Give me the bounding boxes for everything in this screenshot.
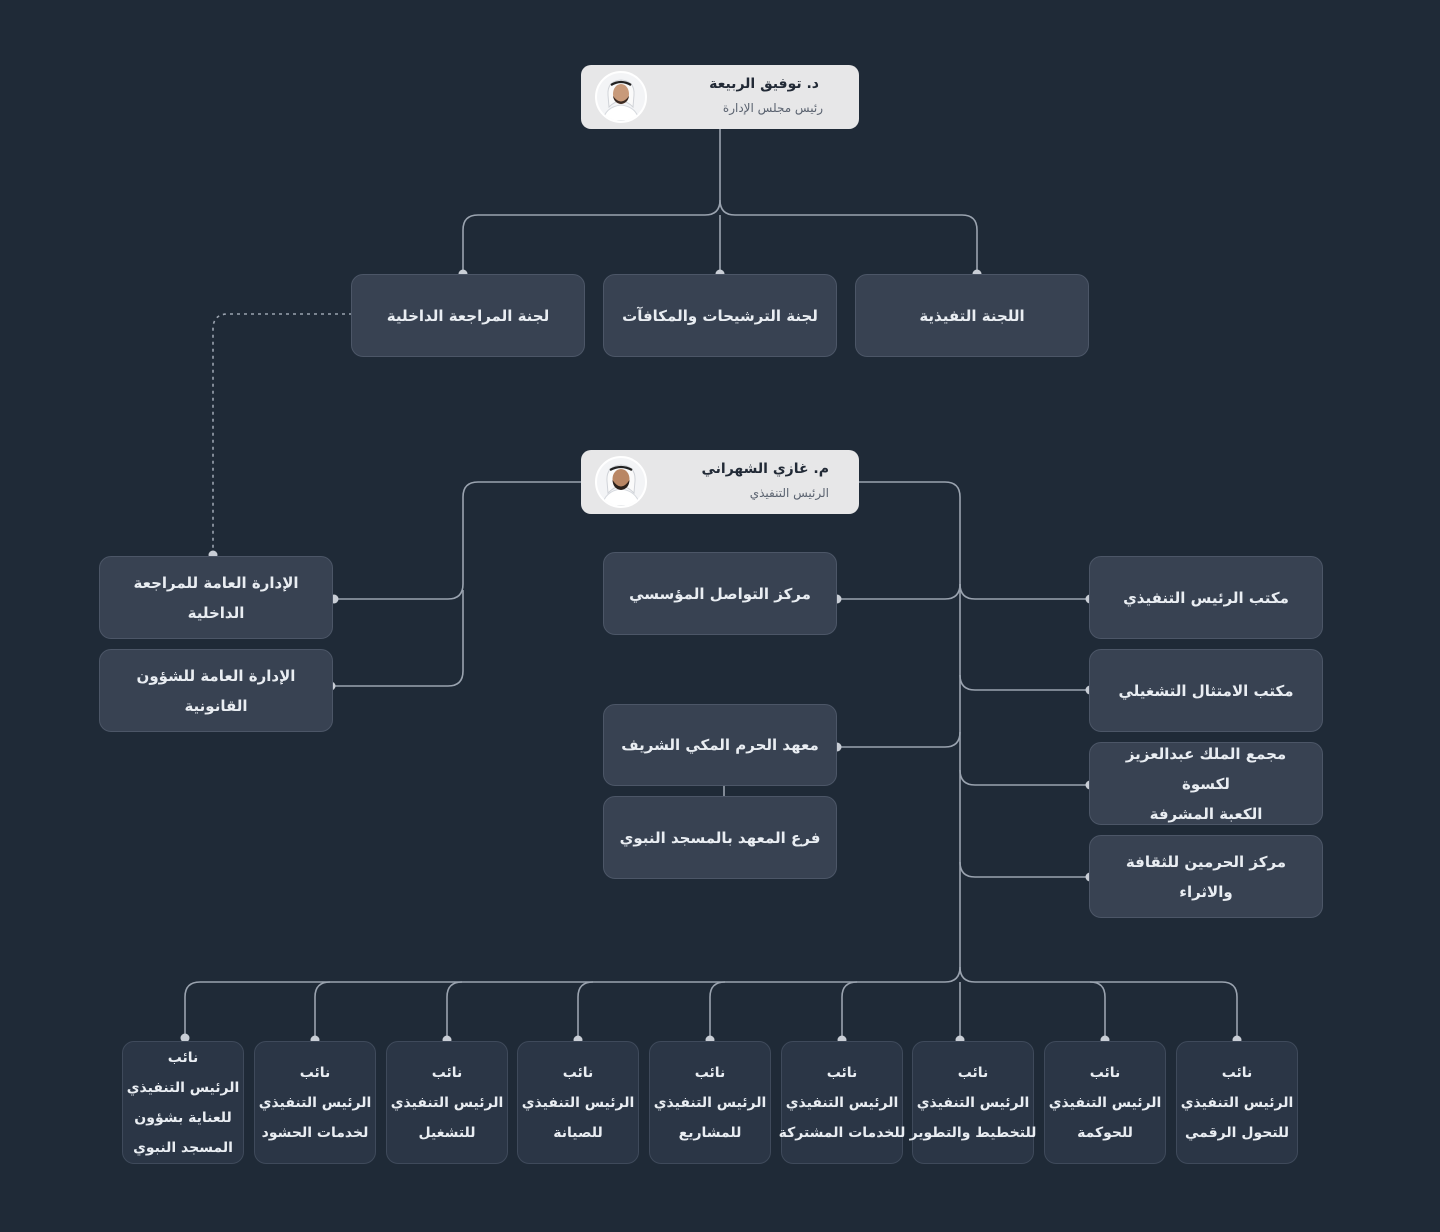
vp-title: نائب xyxy=(431,1064,463,1081)
nominations-committee-label: لجنة الترشيحات والمكافآت xyxy=(622,306,818,325)
vp-role: الرئيس التنفيذي xyxy=(785,1094,899,1111)
compliance-office-label: مكتب الامتثال التشغيلي xyxy=(1118,681,1294,700)
vp-digital-transformation[interactable]: نائب الرئيس التنفيذي للتحول الرقمي xyxy=(1176,1041,1298,1164)
kiswa-complex-label-line2: الكعبة المشرفة xyxy=(1149,804,1263,823)
vp-role: الرئيس التنفيذي xyxy=(1048,1094,1162,1111)
vp-title: نائب xyxy=(694,1064,726,1081)
vp-portfolio: لخدمات الحشود xyxy=(261,1124,369,1141)
vp-portfolio: للخدمات المشتركة xyxy=(778,1124,906,1141)
vp-title: نائب xyxy=(1221,1064,1253,1081)
vp-portfolio: للتحول الرقمي xyxy=(1184,1124,1290,1141)
chairman-name: د. توفيق الربيعة xyxy=(709,76,819,92)
chairman-title: رئيس مجلس الإدارة xyxy=(722,101,823,115)
vp-maintenance[interactable]: نائب الرئيس التنفيذي للصيانة xyxy=(517,1041,639,1164)
vp-role: الرئيس التنفيذي xyxy=(521,1094,635,1111)
vp-role: الرئيس التنفيذي xyxy=(916,1094,1030,1111)
audit-department-label: الإدارة العامة للمراجعة الداخلية xyxy=(133,573,299,622)
executive-committee-label: اللجنة التفيذية xyxy=(919,306,1025,325)
vp-shared-services[interactable]: نائب الرئيس التنفيذي للخدمات المشتركة xyxy=(778,1041,906,1164)
vp-title: نائب xyxy=(299,1064,331,1081)
communication-center[interactable]: مركز التواصل المؤسسي xyxy=(603,552,837,635)
compliance-office[interactable]: مكتب الامتثال التشغيلي xyxy=(1089,649,1323,732)
vp-prophet-mosque[interactable]: نائب الرئيس التنفيذي للعناية بشؤون المسج… xyxy=(122,1041,244,1164)
ceo-avatar xyxy=(595,456,647,508)
ceo-office-label: مكتب الرئيس التنفيذي xyxy=(1123,588,1289,607)
vp-operations[interactable]: نائب الرئيس التنفيذي للتشغيل xyxy=(386,1041,508,1164)
institute-branch-label: فرع المعهد بالمسجد النبوي xyxy=(619,828,821,847)
vp-planning-development[interactable]: نائب الرئيس التنفيذي للتخطيط والتطوير xyxy=(909,1041,1037,1164)
audit-department[interactable]: الإدارة العامة للمراجعة الداخلية xyxy=(99,556,333,639)
vp-role: الرئيس التنفيذي xyxy=(1180,1094,1294,1111)
ceo-card[interactable]: م. غازي الشهراني الرئيس التنفيذي xyxy=(581,450,859,514)
vp-title: نائب xyxy=(167,1049,199,1066)
vp-portfolio-line2: المسجد النبوي xyxy=(133,1139,233,1156)
culture-center-label: مركز الحرمين للثقافة والاثراء xyxy=(1125,852,1287,901)
chairman-avatar xyxy=(595,71,647,123)
ceo-name: م. غازي الشهراني xyxy=(701,461,829,477)
vp-projects[interactable]: نائب الرئيس التنفيذي للمشاريع xyxy=(649,1041,771,1164)
nominations-committee[interactable]: لجنة الترشيحات والمكافآت xyxy=(603,274,837,357)
vp-role: الرئيس التنفيذي xyxy=(390,1094,504,1111)
ceo-office[interactable]: مكتب الرئيس التنفيذي xyxy=(1089,556,1323,639)
legal-department-label: الإدارة العامة للشؤون القانونية xyxy=(136,666,296,715)
institute-branch[interactable]: فرع المعهد بالمسجد النبوي xyxy=(603,796,837,879)
vp-portfolio: للصيانة xyxy=(553,1124,603,1141)
legal-department[interactable]: الإدارة العامة للشؤون القانونية xyxy=(99,649,333,732)
kiswa-complex-label-line1: مجمع الملك عبدالعزيز لكسوة xyxy=(1125,744,1287,793)
vp-title: نائب xyxy=(1089,1064,1121,1081)
internal-audit-committee-label: لجنة المراجعة الداخلية xyxy=(386,306,550,325)
vp-role: الرئيس التنفيذي xyxy=(258,1094,372,1111)
executive-committee[interactable]: اللجنة التفيذية xyxy=(855,274,1089,357)
haram-institute-label: معهد الحرم المكي الشريف xyxy=(621,736,819,754)
communication-center-label: مركز التواصل المؤسسي xyxy=(629,584,811,603)
vp-title: نائب xyxy=(957,1064,989,1081)
vp-portfolio: للتخطيط والتطوير xyxy=(909,1124,1037,1141)
culture-center[interactable]: مركز الحرمين للثقافة والاثراء xyxy=(1089,835,1323,918)
vp-governance[interactable]: نائب الرئيس التنفيذي للحوكمة xyxy=(1044,1041,1166,1164)
kiswa-complex[interactable]: مجمع الملك عبدالعزيز لكسوة الكعبة المشرف… xyxy=(1089,742,1323,825)
chairman-card[interactable]: د. توفيق الربيعة رئيس مجلس الإدارة xyxy=(581,65,859,129)
internal-audit-committee[interactable]: لجنة المراجعة الداخلية xyxy=(351,274,585,357)
haram-institute[interactable]: معهد الحرم المكي الشريف xyxy=(603,704,837,786)
vp-role: الرئيس التنفيذي xyxy=(126,1079,240,1096)
ceo-title: الرئيس التنفيذي xyxy=(749,486,829,500)
vp-role: الرئيس التنفيذي xyxy=(653,1094,767,1111)
vp-title: نائب xyxy=(562,1064,594,1081)
vp-portfolio: للحوكمة xyxy=(1077,1124,1133,1141)
vp-crowd-services[interactable]: نائب الرئيس التنفيذي لخدمات الحشود xyxy=(254,1041,376,1164)
vp-portfolio: للعناية بشؤون xyxy=(134,1109,232,1126)
vp-title: نائب xyxy=(826,1064,858,1081)
vp-portfolio: للتشغيل xyxy=(418,1124,476,1141)
vp-portfolio: للمشاريع xyxy=(678,1124,742,1141)
